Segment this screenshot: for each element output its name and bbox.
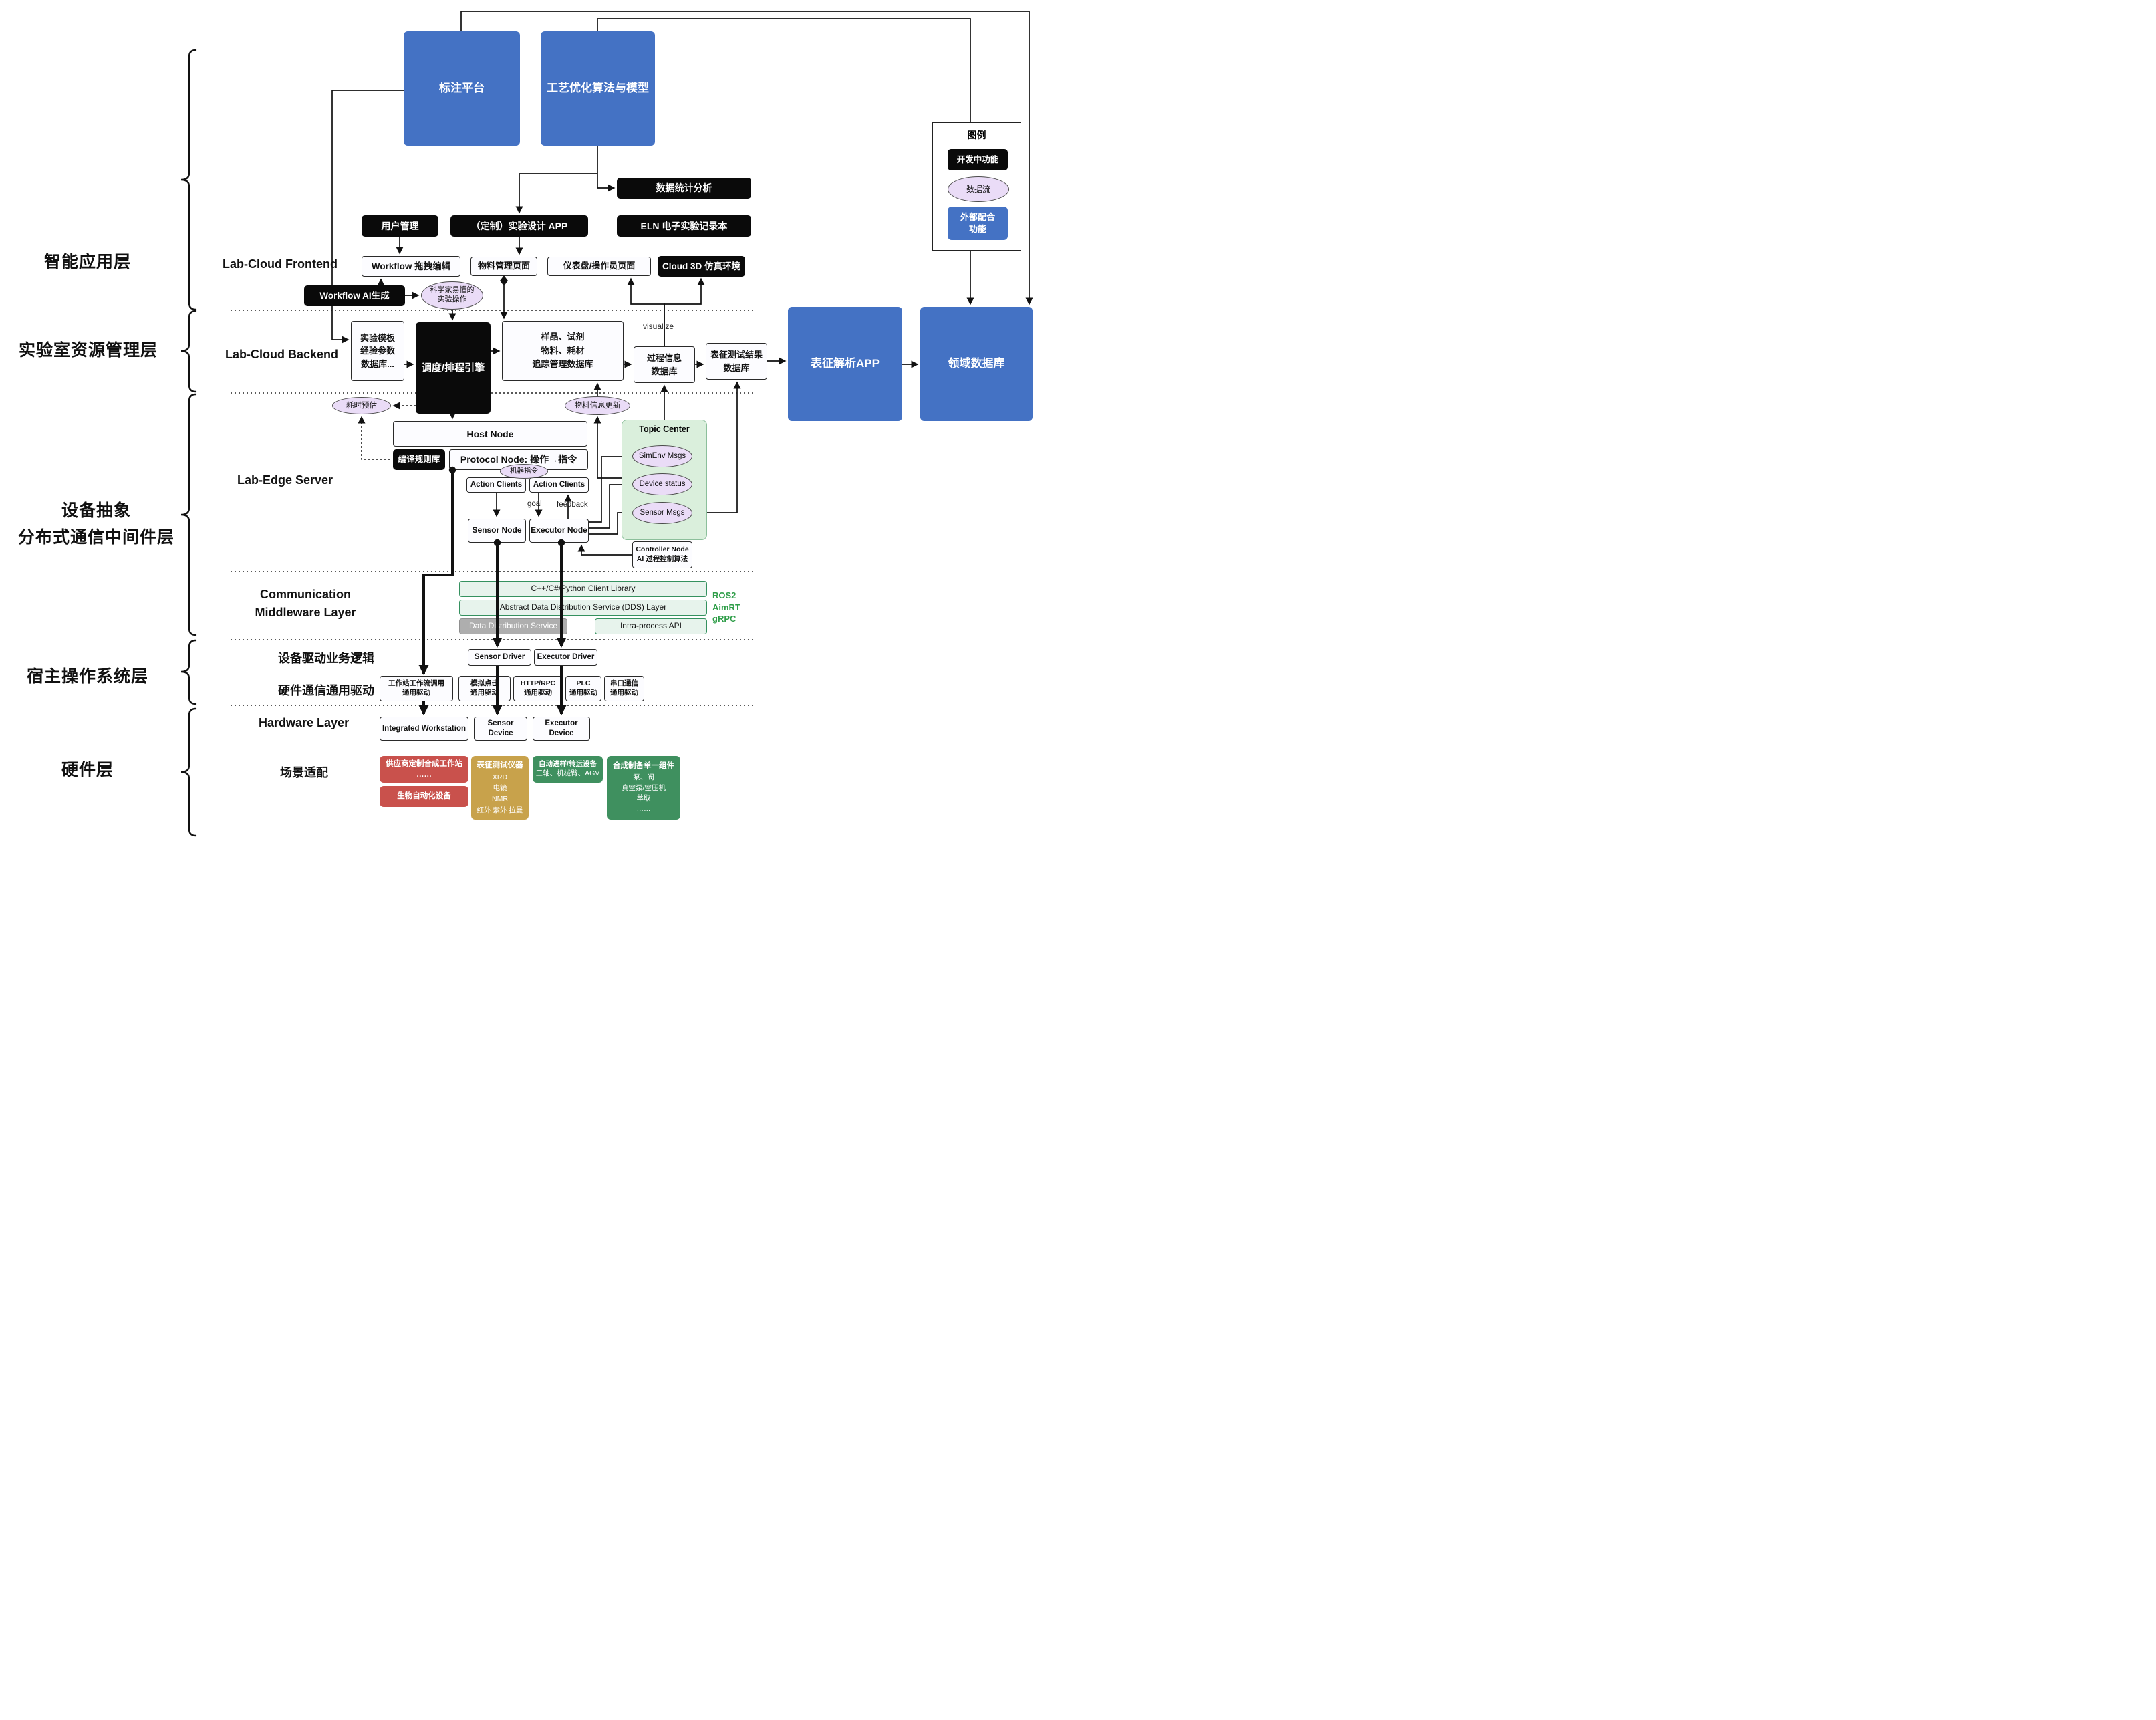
- executor-node-box: Executor Node: [529, 519, 589, 543]
- layer-label-lab-resource: 实验室资源管理层: [19, 341, 158, 360]
- simenv-msgs-ellipse: SimEnv Msgs: [632, 445, 692, 467]
- sensor-node-box: Sensor Node: [468, 519, 526, 543]
- host-node-box: Host Node: [393, 421, 587, 447]
- dashboard-page-box: 仪表盘/操作员页面: [547, 257, 651, 276]
- material-page-box: 物料管理页面: [470, 257, 537, 276]
- cloud-3d-sim-box: Cloud 3D 仿真环境: [658, 256, 745, 277]
- sim-click-driver-box: 模拟点击 通用驱动: [458, 676, 511, 701]
- legend-external-swatch: 外部配合 功能: [948, 207, 1008, 240]
- section-lab-edge-server: Lab-Edge Server: [237, 473, 333, 487]
- layer-label-intelligent-app: 智能应用层: [44, 253, 132, 271]
- sensor-msgs-ellipse: Sensor Msgs: [632, 502, 692, 524]
- client-library-box: C++/C#/Python Client Library: [459, 581, 707, 597]
- time-estimate-ellipse: 耗时预估: [332, 397, 391, 414]
- serial-driver-box: 串口通信 通用驱动: [604, 676, 644, 701]
- process-info-db-box: 过程信息 数据库: [634, 346, 695, 383]
- compile-rules-box: 编译规则库: [393, 449, 445, 470]
- experiment-template-db-box: 实验模板 经验参数 数据库...: [351, 321, 404, 381]
- legend-dataflow-swatch: 数据流: [948, 176, 1009, 202]
- scientist-ops-ellipse: 科学家易懂的 实验操作: [421, 281, 483, 310]
- controller-node-box: Controller Node AI 过程控制算法: [632, 541, 692, 568]
- sample-tracking-db-box: 样品、试剂 物料、耗材 追踪管理数据库: [502, 321, 624, 381]
- characterization-instruments-box: 表征测试仪器 XRD 电镜 NMR 红外 紫外 拉曼: [471, 756, 529, 820]
- goal-label: goal: [527, 500, 542, 508]
- dds-service-box: Data Distribution Service: [459, 618, 567, 634]
- legend-developing-swatch: 开发中功能: [948, 149, 1008, 170]
- executor-device-box: Executor Device: [533, 717, 590, 741]
- executor-driver-box: Executor Driver: [534, 649, 597, 666]
- section-device-driver-logic: 设备驱动业务逻辑: [278, 652, 374, 665]
- synthesis-components-list: 泵、阀 真空泵/空压机 萃取 ……: [622, 773, 666, 814]
- characterization-instruments-title: 表征测试仪器: [477, 761, 523, 769]
- synthesis-components-title: 合成制备单一组件: [613, 762, 674, 770]
- synthesis-components-box: 合成制备单一组件 泵、阀 真空泵/空压机 萃取 ……: [607, 756, 680, 820]
- characterization-analysis-app-box: 表征解析APP: [788, 307, 902, 421]
- device-status-ellipse: Device status: [632, 473, 692, 495]
- section-scene-adaptation: 场景适配: [280, 766, 328, 779]
- domain-db-box: 领域数据库: [920, 307, 1033, 421]
- section-lab-cloud-backend: Lab-Cloud Backend: [225, 348, 339, 361]
- visualize-label: visualize: [643, 322, 674, 331]
- http-rpc-driver-box: HTTP/RPC 通用驱动: [513, 676, 563, 701]
- middleware-stack-label: ROS2 AimRT gRPC: [712, 590, 740, 624]
- workstation-driver-box: 工作站工作流调用 通用驱动: [380, 676, 453, 701]
- material-update-ellipse: 物料信息更新: [565, 396, 630, 415]
- section-lab-cloud-frontend: Lab-Cloud Frontend: [223, 257, 338, 271]
- legend-title: 图例: [967, 130, 986, 140]
- intra-process-api-box: Intra-process API: [595, 618, 707, 634]
- architecture-diagram: 智能应用层 实验室资源管理层 设备抽象 分布式通信中间件层 宿主操作系统层 硬件…: [0, 0, 1078, 860]
- process-optimization-box: 工艺优化算法与模型: [541, 31, 655, 146]
- section-hardware-layer: Hardware Layer: [259, 716, 350, 729]
- user-management-box: 用户管理: [362, 215, 438, 237]
- eln-box: ELN 电子实验记录本: [617, 215, 751, 237]
- custom-experiment-app-box: （定制）实验设计 APP: [450, 215, 588, 237]
- transfer-device-box: 自动进样/转运设备 三轴、机械臂、AGV: [533, 756, 603, 783]
- feedback-label: feedback: [557, 501, 588, 509]
- scheduler-engine-box: 调度/排程引擎: [416, 322, 491, 414]
- layer-label-hardware: 硬件层: [61, 761, 114, 779]
- protocol-node-box: Protocol Node: 操作→指令: [449, 449, 588, 470]
- action-clients-right-box: Action Clients: [529, 477, 589, 493]
- vendor-workstation-box: 供应商定制合成工作站 ……: [380, 756, 468, 783]
- characterization-instruments-list: XRD 电镜 NMR 红外 紫外 拉曼: [477, 773, 523, 814]
- dds-layer-box: Abstract Data Distribution Service (DDS)…: [459, 600, 707, 616]
- characterization-result-db-box: 表征测试结果 数据库: [706, 343, 767, 380]
- section-hw-comm-driver: 硬件通信通用驱动: [278, 684, 374, 697]
- section-comm-middleware: Communication Middleware Layer: [255, 588, 356, 619]
- integrated-workstation-box: Integrated Workstation: [380, 717, 468, 741]
- layer-braces: [180, 49, 197, 837]
- transfer-device-title: 自动进样/转运设备: [539, 760, 597, 769]
- action-clients-left-box: Action Clients: [466, 477, 526, 493]
- topic-center-title: Topic Center: [639, 424, 690, 434]
- workflow-ai-box: Workflow AI生成: [304, 285, 405, 306]
- data-statistics-box: 数据统计分析: [617, 178, 751, 199]
- bio-automation-box: 生物自动化设备: [380, 786, 468, 807]
- diamond-connector: [500, 275, 508, 286]
- sensor-device-box: Sensor Device: [474, 717, 527, 741]
- annotation-platform-box: 标注平台: [404, 31, 520, 146]
- layer-label-host-os: 宿主操作系统层: [27, 667, 149, 686]
- workflow-editor-box: Workflow 拖拽编辑: [362, 256, 460, 277]
- transfer-device-list: 三轴、机械臂、AGV: [535, 769, 600, 777]
- legend-panel: 图例 开发中功能 数据流 外部配合 功能: [932, 122, 1021, 251]
- plc-driver-box: PLC 通用驱动: [565, 676, 601, 701]
- sensor-driver-box: Sensor Driver: [468, 649, 531, 666]
- layer-label-device-abstraction: 设备抽象 分布式通信中间件层: [17, 501, 174, 547]
- machine-command-ellipse: 机器指令: [500, 464, 548, 479]
